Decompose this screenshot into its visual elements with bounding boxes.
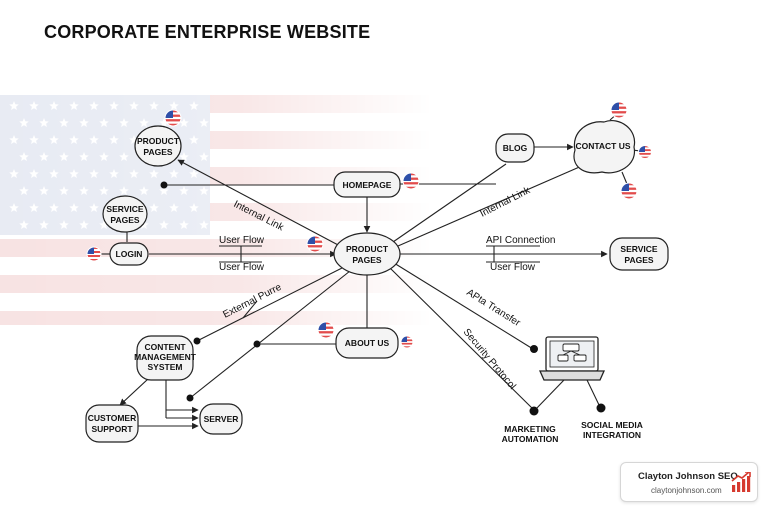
dot-homepage-left bbox=[160, 181, 168, 189]
brand-url: claytonjohnson.com bbox=[651, 486, 722, 495]
node-social-media-integration-line1: SOCIAL MEDIA bbox=[581, 420, 643, 430]
node-server-label: SERVER bbox=[204, 414, 239, 424]
node-marketing-automation-line1: MARKETING bbox=[504, 424, 556, 434]
node-server: SERVER bbox=[199, 403, 243, 435]
dot-apta bbox=[530, 345, 538, 353]
node-product-pages-top-line2: PAGES bbox=[143, 147, 172, 157]
node-login: LOGIN bbox=[109, 242, 149, 266]
label-user-flow-top: User Flow bbox=[219, 235, 265, 246]
node-service-pages-right-line1: SERVICE bbox=[620, 244, 657, 254]
node-marketing-automation: MARKETING AUTOMATION bbox=[502, 424, 559, 444]
node-cms-line3: SYSTEM bbox=[148, 362, 183, 372]
brand-name: Clayton Johnson SEO bbox=[638, 471, 738, 482]
node-service-pages-right-line2: PAGES bbox=[624, 255, 653, 265]
node-customer-support-line2: SUPPORT bbox=[91, 424, 133, 434]
edge-cms-customer bbox=[119, 378, 149, 406]
node-contact-us: CONTACT US bbox=[573, 120, 636, 174]
label-user-flow-right: User Flow bbox=[490, 262, 536, 273]
node-social-media-integration-line2: INTEGRATION bbox=[583, 430, 641, 440]
us-flag-icon bbox=[402, 172, 420, 190]
node-product-pages-hub-line2: PAGES bbox=[352, 255, 381, 265]
node-about-us: ABOUT US bbox=[335, 327, 399, 359]
node-service-pages-right: SERVICE PAGES bbox=[609, 237, 669, 271]
node-blog-label: BLOG bbox=[503, 143, 528, 153]
dot-marketing bbox=[529, 406, 539, 416]
node-service-pages-left-line2: PAGES bbox=[110, 215, 139, 225]
brand-badge[interactable]: Clayton Johnson SEO claytonjohnson.com bbox=[620, 462, 758, 502]
flag-icons bbox=[86, 101, 652, 349]
us-flag-icon bbox=[638, 145, 652, 159]
diagram-nodes: PRODUCT PAGES SERVICE PAGES LOGIN HOMEPA… bbox=[85, 120, 669, 444]
background-flag-image bbox=[0, 95, 430, 325]
diagram-edges bbox=[101, 112, 641, 430]
edge-dots bbox=[160, 181, 606, 416]
node-product-pages-hub-line1: PRODUCT bbox=[346, 244, 389, 254]
bar-chart-trend-icon bbox=[731, 472, 751, 492]
edge-hub-server-dot bbox=[189, 270, 351, 399]
page-title: CORPORATE ENTERPRISE WEBSITE bbox=[44, 22, 371, 42]
node-service-pages-left: SERVICE PAGES bbox=[102, 195, 148, 233]
node-customer-support: CUSTOMER SUPPORT bbox=[85, 404, 139, 443]
node-product-pages-hub: PRODUCT PAGES bbox=[333, 232, 401, 276]
us-flag-icon bbox=[164, 109, 182, 127]
node-blog: BLOG bbox=[495, 133, 535, 163]
edge-hub-apta bbox=[393, 262, 534, 350]
us-flag-icon bbox=[400, 335, 414, 349]
node-service-pages-left-line1: SERVICE bbox=[106, 204, 143, 214]
label-apta-transfer: APta Transfer bbox=[464, 287, 522, 329]
dot-server-upper bbox=[186, 394, 194, 402]
computer-monitor-icon bbox=[538, 336, 606, 381]
edge-hub-product-top bbox=[177, 159, 341, 247]
node-homepage: HOMEPAGE bbox=[333, 171, 401, 198]
node-product-pages-top-line1: PRODUCT bbox=[137, 136, 180, 146]
dot-about-left bbox=[253, 340, 261, 348]
edge-hub-marketing bbox=[389, 267, 535, 411]
label-internal-link-right: Internal Link bbox=[478, 185, 532, 220]
us-flag-icon bbox=[620, 182, 638, 200]
node-product-pages-top: PRODUCT PAGES bbox=[134, 125, 182, 167]
label-security-protocol: Security Protocol bbox=[461, 327, 518, 392]
dot-social bbox=[596, 403, 606, 413]
node-cms-line2: MANAGEMENT bbox=[134, 352, 197, 362]
edge-contact-flag-bottom bbox=[621, 171, 628, 185]
edge-hub-cms bbox=[196, 266, 345, 342]
node-about-us-label: ABOUT US bbox=[345, 338, 390, 348]
edge-hub-contact bbox=[397, 164, 585, 247]
node-homepage-label: HOMEPAGE bbox=[343, 180, 392, 190]
node-marketing-automation-line2: AUTOMATION bbox=[502, 434, 559, 444]
node-customer-support-line1: CUSTOMER bbox=[88, 413, 137, 423]
node-contact-us-label: CONTACT US bbox=[575, 141, 630, 151]
us-flag-icon bbox=[317, 321, 335, 339]
us-flag-icon bbox=[86, 246, 102, 262]
label-user-flow-bottom: User Flow bbox=[219, 262, 265, 273]
node-cms-line1: CONTENT bbox=[144, 342, 186, 352]
edge-hub-blog bbox=[392, 163, 507, 243]
dot-cms-upper bbox=[193, 337, 201, 345]
node-cms: CONTENT MANAGEMENT SYSTEM bbox=[134, 335, 197, 381]
edge-computer-marketing bbox=[534, 379, 565, 411]
node-login-label: LOGIN bbox=[116, 249, 143, 259]
us-flag-icon bbox=[306, 235, 324, 253]
label-api-connection: API Connection bbox=[486, 235, 556, 246]
node-social-media-integration: SOCIAL MEDIA INTEGRATION bbox=[581, 420, 643, 440]
us-flag-icon bbox=[610, 101, 628, 119]
edge-computer-social bbox=[586, 379, 601, 408]
